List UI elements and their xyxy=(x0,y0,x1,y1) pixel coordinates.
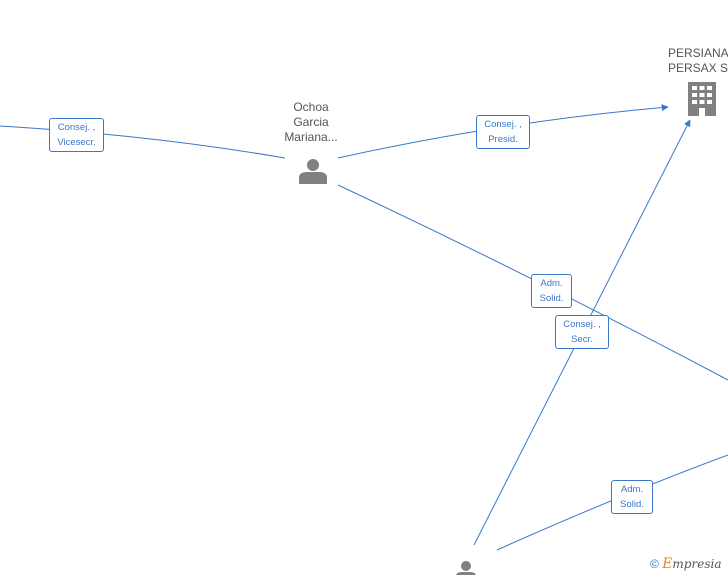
person-label-line3: Mariana... xyxy=(284,130,338,144)
edge-label-line1: Consej. , xyxy=(57,122,96,133)
edge-label-adm-solid-2[interactable]: Adm. Solid. xyxy=(611,480,653,514)
edge-label-consej-vicesecr[interactable]: Consej. , Vicesecr. xyxy=(49,118,104,152)
company-label[interactable]: PERSIANAS PERSAX SA xyxy=(668,46,728,76)
edge-label-line2: Vicesecr. xyxy=(57,137,96,148)
copyright-symbol: © xyxy=(650,557,659,571)
edge-label-consej-presid[interactable]: Consej. , Presid. xyxy=(476,115,530,149)
brand-rest: mpresia xyxy=(672,557,722,571)
edge-label-line2: Secr. xyxy=(571,334,593,345)
edge-label-line1: Adm. xyxy=(620,484,644,495)
person-label-line2: Garcia xyxy=(293,115,329,129)
brand-initial: E xyxy=(662,556,673,572)
company-label-line1: PERSIANAS xyxy=(668,46,728,60)
edge-label-line1: Consej. , xyxy=(563,319,601,330)
company-label-line2: PERSAX SA xyxy=(668,61,728,75)
person-label-line1: Ochoa xyxy=(293,100,329,114)
edge-label-line2: Presid. xyxy=(488,134,518,145)
edge-label-line2: Solid. xyxy=(539,293,564,304)
empresia-watermark: © Empresia xyxy=(650,556,721,572)
person-icon-bottom[interactable] xyxy=(456,561,476,575)
person-icon[interactable] xyxy=(299,159,327,184)
edge-label-line1: Consej. , xyxy=(484,119,522,130)
edge-label-consej-secr[interactable]: Consej. , Secr. xyxy=(555,315,609,349)
person-label[interactable]: Ochoa Garcia Mariana... xyxy=(280,100,342,145)
edge-label-line2: Solid. xyxy=(620,499,644,510)
edge-consej-vicesecr xyxy=(0,125,286,159)
edge-label-line1: Adm. xyxy=(540,278,563,289)
edge-label-adm-solid-1[interactable]: Adm. Solid. xyxy=(531,274,572,308)
building-icon[interactable] xyxy=(688,82,716,116)
